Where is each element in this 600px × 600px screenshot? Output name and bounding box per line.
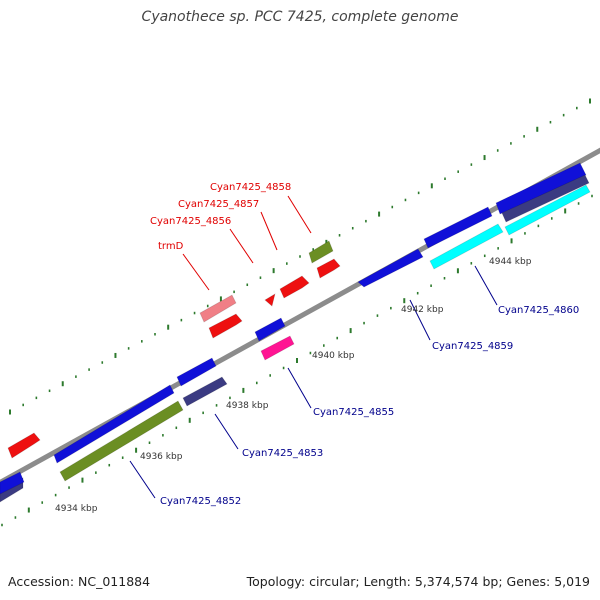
gene-arrow-reverse[interactable] (0, 471, 25, 495)
accession-text: Accession: NC_011884 (8, 574, 151, 589)
kbp-label: 4938 kbp (226, 401, 269, 411)
callout-lines (129, 195, 498, 499)
callout-line (474, 265, 498, 306)
gene-arrow-olive[interactable] (308, 240, 334, 264)
kbp-label: 4936 kbp (140, 452, 183, 462)
kbp-label: 4940 kbp (312, 351, 355, 361)
gene-arrow-forward[interactable] (254, 317, 286, 342)
gene-label[interactable]: Cyan7425_4852 (160, 496, 241, 507)
callout-line (182, 253, 210, 291)
callout-line (287, 367, 312, 409)
tick-marks (1, 98, 593, 527)
gene-labels-lower: Cyan7425_4852 Cyan7425_4853 Cyan7425_485… (160, 305, 579, 507)
callout-line (287, 195, 312, 234)
gene-arrow-trmD[interactable] (199, 294, 237, 323)
kbp-label: 4944 kbp (489, 257, 532, 267)
gene-label[interactable]: Cyan7425_4857 (178, 199, 259, 210)
kbp-labels: 4934 kbp 4936 kbp 4938 kbp 4940 kbp 4942… (55, 257, 532, 514)
gene-arrow-cyan7425-4852[interactable] (59, 400, 184, 482)
callout-line (409, 299, 431, 341)
gene-arrow-cyan7425-4860[interactable] (504, 184, 591, 236)
gene-arrow-cyan7425-4855[interactable] (260, 335, 295, 361)
gene-label[interactable]: Cyan7425_4856 (150, 216, 231, 227)
gene-arrow-forward[interactable] (7, 432, 41, 459)
topology-text: Topology: circular; Length: 5,374,574 bp… (246, 574, 590, 589)
gene-arrow-cyan7425-4856[interactable] (208, 313, 243, 339)
gene-arrow-forward[interactable] (316, 258, 341, 279)
gene-arrow-forward[interactable] (357, 248, 424, 288)
callout-line (214, 413, 239, 450)
gene-labels-upper: Cyan7425_4858 Cyan7425_4857 Cyan7425_485… (150, 182, 291, 252)
gene-label[interactable]: Cyan7425_4853 (242, 448, 323, 459)
gene-arrow-cyan7425-4857[interactable] (264, 293, 276, 307)
gene-arrow-forward[interactable] (53, 384, 175, 464)
kbp-label: 4942 kbp (401, 305, 444, 315)
gene-arrow-reverse[interactable] (501, 174, 590, 223)
gene-label[interactable]: Cyan7425_4860 (498, 305, 579, 316)
gene-arrow-forward[interactable] (495, 162, 587, 215)
kbp-label: 4934 kbp (55, 504, 98, 514)
gene-label[interactable]: Cyan7425_4858 (210, 182, 291, 193)
gene-arrow-cyan7425-4859[interactable] (429, 223, 504, 270)
callout-line (129, 460, 156, 499)
callout-line (260, 211, 278, 251)
gene-arrow-forward[interactable] (423, 206, 493, 249)
callout-line (229, 228, 254, 264)
gene-label[interactable]: Cyan7425_4859 (432, 341, 513, 352)
gene-arrow-forward[interactable] (176, 357, 217, 387)
gene-arrow-cyan7425-4853[interactable] (182, 376, 228, 407)
gene-label[interactable]: trmD (158, 241, 184, 252)
map-title: Cyanothece sp. PCC 7425, complete genome (141, 9, 459, 25)
gene-label[interactable]: Cyan7425_4855 (313, 407, 394, 418)
gene-arrow-cyan7425-4858[interactable] (279, 275, 310, 299)
